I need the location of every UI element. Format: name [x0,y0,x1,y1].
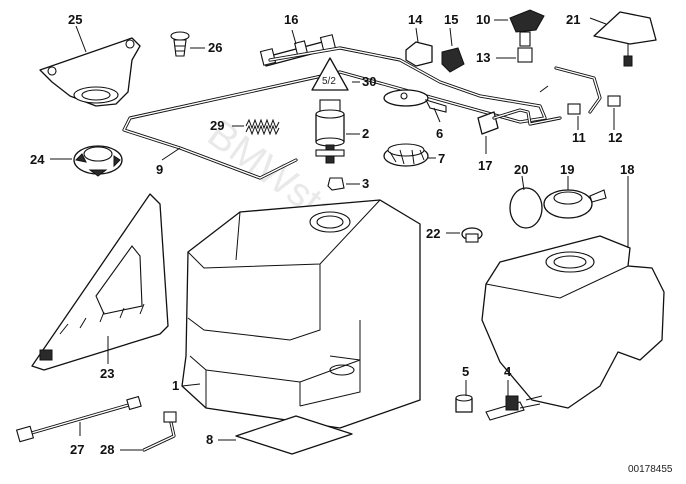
callout-21: 21 [566,12,580,27]
part-9-hose [122,46,547,180]
part-5-grommet [455,394,473,413]
part-2-pump [315,99,345,164]
callout-9: 9 [156,162,163,177]
part-3-nut [327,177,345,191]
part-14-clip [405,41,433,67]
part-6-plate [383,89,447,113]
callout-13: 13 [476,50,490,65]
callout-17: 17 [478,158,492,173]
callout-22: 22 [426,226,440,241]
callout-12: 12 [608,130,622,145]
callout-18: 18 [620,162,634,177]
callout-23: 23 [100,366,114,381]
warning-symbol-text: 5/2 [322,76,336,87]
callout-26: 26 [208,40,222,55]
part-20-cap [509,187,543,229]
callout-27: 27 [70,442,84,457]
part-15-clip [441,47,465,73]
part-10-nozzle [509,9,545,63]
part-8-mat [235,415,353,455]
part-29-spring [245,118,280,136]
part-1-tank [181,199,421,429]
callout-14: 14 [408,12,423,27]
callout-20: 20 [514,162,528,177]
callout-19: 19 [560,162,574,177]
callout-7: 7 [438,151,445,166]
part-23-bracket [31,193,169,371]
part-18-reservoir [481,235,665,409]
part-30-warning-label: 5/2 [311,57,349,91]
part-17-bracket [477,108,562,135]
callout-30: 30 [362,74,376,89]
callout-16: 16 [284,12,298,27]
callout-1: 1 [172,378,179,393]
part-24-cap [73,145,123,177]
part-11-12-hoses [539,66,621,115]
part-22-plug [461,227,483,243]
callout-29: 29 [210,118,224,133]
callout-25: 25 [68,12,82,27]
callout-2: 2 [362,126,369,141]
callout-24: 24 [30,152,45,167]
callout-11: 11 [572,130,586,145]
part-27-hose [15,395,142,443]
part-19-cap [543,189,607,219]
callout-6: 6 [436,126,443,141]
part-26-clip [170,31,190,57]
callout-28: 28 [100,442,114,457]
part-25-bracket [39,37,141,107]
part-28-elbow [142,411,177,452]
callout-3: 3 [362,176,369,191]
part-21-nozzle [593,11,657,67]
callout-8: 8 [206,432,213,447]
document-number: 00178455 [628,464,673,475]
part-7-filter [383,143,429,167]
callout-5: 5 [462,364,469,379]
callout-15: 15 [444,12,458,27]
part-4-level-sensor [485,395,543,421]
callout-4: 4 [504,364,512,379]
callout-10: 10 [476,12,490,27]
